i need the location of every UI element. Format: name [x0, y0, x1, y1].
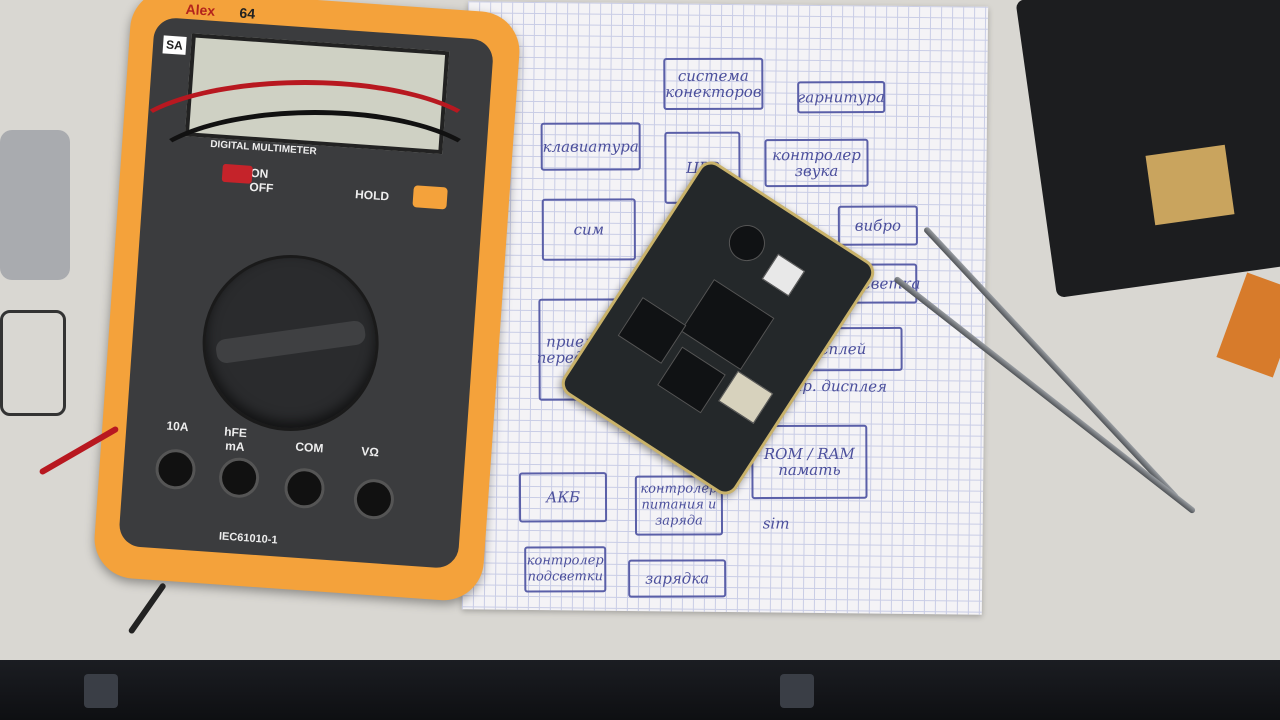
meter-sticker: SA [162, 35, 187, 55]
block-battery: АКБ [518, 472, 608, 523]
jack-ma-label: mA [224, 438, 246, 454]
jack-com [283, 466, 326, 510]
block-headset: гарнитура [797, 81, 886, 114]
small-components [0, 310, 66, 416]
camera-module [722, 218, 772, 268]
block-charging: зарядка [628, 559, 727, 598]
taskbar [0, 660, 1280, 720]
black-probe [127, 582, 167, 635]
rotary-selector-dial [196, 249, 385, 437]
jack-v [352, 477, 396, 521]
block-vibro: вибро [837, 205, 918, 246]
taskbar-start-button [84, 674, 118, 708]
soldering-stand [1015, 0, 1280, 299]
jack-10a-label: 10A [166, 418, 190, 435]
jack-hfe-label: hFE [223, 424, 248, 441]
memory-label: памать [778, 460, 841, 480]
orange-tool-handle [1216, 272, 1280, 378]
label-sim-line: sim [762, 514, 790, 533]
rom-ram-title: ROM / RAM [763, 444, 855, 464]
taskbar-app-button [780, 674, 814, 708]
cleaning-sponge [1145, 144, 1235, 226]
meter-brand: Alex [185, 0, 216, 19]
block-system-connectors: система конекторов [663, 57, 764, 111]
metal-cylinder [0, 130, 70, 280]
block-keyboard: клавиатура [540, 122, 641, 171]
block-sound-controller: контролер звука [764, 138, 869, 188]
red-test-lead [120, 80, 490, 210]
jack-v-label: VΩ [360, 444, 380, 460]
sim-slot [718, 370, 774, 424]
meter-standard: IEC61010-1 [218, 530, 278, 547]
black-test-lead [140, 110, 490, 240]
dial-knob [214, 319, 367, 365]
shield-can [761, 253, 805, 297]
jack-com-label: COM [294, 439, 324, 456]
jack-10a [154, 447, 197, 491]
power-chip [657, 346, 726, 414]
jack-ma [217, 456, 261, 500]
block-sim: сим [541, 198, 636, 261]
meter-model: 64 [238, 4, 256, 22]
block-backlight-controller: контролер подсветки [524, 546, 607, 593]
